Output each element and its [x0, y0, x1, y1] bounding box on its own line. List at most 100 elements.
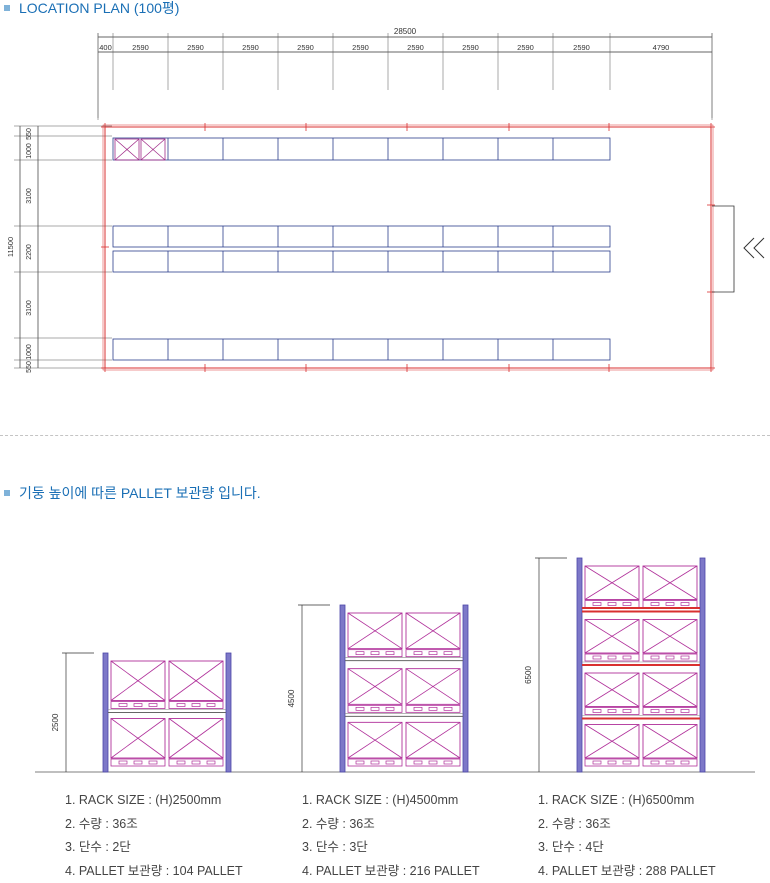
pallet-slot: [386, 652, 394, 655]
height-segment-label: 550: [26, 361, 33, 373]
entrance-door: [712, 206, 734, 292]
width-segment-label: 2590: [573, 43, 590, 52]
pallet-slot: [207, 761, 215, 764]
pallet-slot: [371, 707, 379, 710]
pallet-slot: [593, 710, 601, 713]
spec-pallet-storage: 4. PALLET 보관량 : 288 PALLET: [538, 860, 716, 883]
spec-rack-size: 1. RACK SIZE : (H)6500mm: [538, 789, 716, 813]
pallet-slot: [356, 761, 364, 764]
entrance-arrow-icon: [754, 238, 764, 258]
spec-quantity: 2. 수량 : 36조: [65, 813, 243, 837]
height-segment-label: 3100: [26, 300, 33, 316]
pallet-slot: [593, 603, 601, 606]
width-segment-label: 2590: [407, 43, 424, 52]
pallet-slot: [623, 603, 631, 606]
height-segment-label: 550: [26, 128, 33, 140]
pallet-slot: [414, 761, 422, 764]
pallet-slot: [608, 656, 616, 659]
width-segment-label: 2590: [187, 43, 204, 52]
spec-list-4500: 1. RACK SIZE : (H)4500mm 2. 수량 : 36조 3. …: [302, 789, 480, 883]
pallet-slot: [593, 761, 601, 764]
width-segment-label: 2590: [517, 43, 534, 52]
height-segment-label: 1000: [26, 344, 33, 360]
width-segment-label: 4790: [653, 43, 670, 52]
height-segment-label: 3100: [26, 188, 33, 204]
spec-rack-size: 1. RACK SIZE : (H)2500mm: [65, 789, 243, 813]
pallet-slot: [651, 603, 659, 606]
spec-levels: 3. 단수 : 3단: [302, 836, 480, 860]
pallet-slot: [651, 761, 659, 764]
pallet-slot: [134, 704, 142, 707]
width-segment-label: 2590: [297, 43, 314, 52]
width-segment-label: 2590: [242, 43, 259, 52]
pallet-slot: [119, 761, 127, 764]
rack-upright: [340, 605, 345, 772]
rack-row: [113, 339, 610, 360]
pallet-slot: [444, 652, 452, 655]
pallet-slot: [149, 704, 157, 707]
pallet-slot: [371, 761, 379, 764]
rack-row: [113, 138, 610, 160]
pallet-slot: [681, 761, 689, 764]
rack-upright: [700, 558, 705, 772]
pallet-slot: [608, 710, 616, 713]
pallet-slot: [608, 761, 616, 764]
pallet-slot: [356, 652, 364, 655]
pallet-slot: [414, 707, 422, 710]
pallet-slot: [371, 652, 379, 655]
pallet-slot: [623, 761, 631, 764]
elevation-height-label: 6500: [524, 666, 533, 684]
pallet-slot: [681, 656, 689, 659]
pallet-slot: [651, 710, 659, 713]
rack-row: [113, 251, 610, 272]
pallet-slot: [681, 603, 689, 606]
pallet-slot: [608, 603, 616, 606]
pallet-slot: [444, 707, 452, 710]
total-height-label: 11500: [6, 237, 15, 257]
elevation-height-label: 4500: [287, 689, 296, 707]
pallet-slot: [192, 761, 200, 764]
total-width-label: 28500: [394, 27, 417, 36]
pallet-slot: [149, 761, 157, 764]
rack-upright: [463, 605, 468, 772]
rack-upright: [226, 653, 231, 772]
width-segment-label: 400: [99, 43, 112, 52]
pallet-slot: [119, 704, 127, 707]
height-segment-label: 2200: [26, 244, 33, 260]
rack-upright: [577, 558, 582, 772]
pallet-slot: [177, 761, 185, 764]
spec-quantity: 2. 수량 : 36조: [538, 813, 716, 837]
pallet-slot: [666, 710, 674, 713]
height-segment-label: 1000: [26, 143, 33, 159]
pallet-slot: [593, 656, 601, 659]
pallet-slot: [444, 761, 452, 764]
pallet-slot: [623, 656, 631, 659]
pallet-slot: [177, 704, 185, 707]
pallet-slot: [386, 707, 394, 710]
rack-upright: [103, 653, 108, 772]
pallet-slot: [414, 652, 422, 655]
pallet-slot: [666, 656, 674, 659]
spec-rack-size: 1. RACK SIZE : (H)4500mm: [302, 789, 480, 813]
rack-row: [113, 226, 610, 247]
pallet-slot: [429, 652, 437, 655]
spec-list-6500: 1. RACK SIZE : (H)6500mm 2. 수량 : 36조 3. …: [538, 789, 716, 883]
pallet-slot: [429, 761, 437, 764]
pallet-slot: [666, 761, 674, 764]
spec-quantity: 2. 수량 : 36조: [302, 813, 480, 837]
pallet-slot: [134, 761, 142, 764]
building-outline-outer: [103, 125, 713, 370]
elevation-height-label: 2500: [51, 713, 60, 731]
pallet-slot: [207, 704, 215, 707]
entrance-arrow-icon: [744, 238, 754, 258]
spec-levels: 3. 단수 : 4단: [538, 836, 716, 860]
spec-pallet-storage: 4. PALLET 보관량 : 216 PALLET: [302, 860, 480, 883]
pallet-slot: [386, 761, 394, 764]
pallet-slot: [429, 707, 437, 710]
pallet-slot: [681, 710, 689, 713]
pallet-slot: [651, 656, 659, 659]
width-segment-label: 2590: [132, 43, 149, 52]
width-segment-label: 2590: [352, 43, 369, 52]
pallet-slot: [192, 704, 200, 707]
width-segment-label: 2590: [462, 43, 479, 52]
